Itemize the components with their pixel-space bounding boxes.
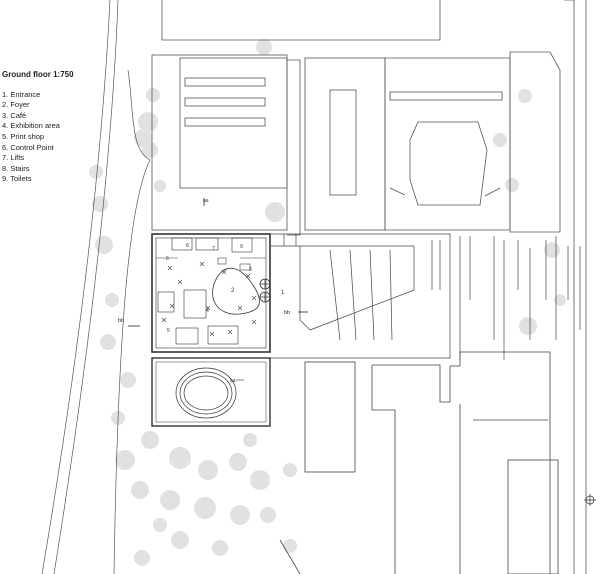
room-label-2: 2 — [231, 288, 235, 294]
room-label-4: 4 — [206, 308, 209, 314]
room-label-1: 1 — [281, 290, 285, 296]
legend: Ground floor 1:750 1. Entrance 2. Foyer … — [2, 70, 74, 185]
museum-ground-floor — [151, 233, 271, 353]
room-label-5: 5 — [167, 328, 170, 334]
legend-item: 2. Foyer — [2, 100, 30, 110]
legend-item: 6. Control Point — [2, 142, 54, 152]
legend-list: 1. Entrance 2. Foyer 3. Café 4. Exhibiti… — [2, 90, 74, 185]
section-marker-aa-bottom: aa — [230, 378, 236, 384]
room-label-9: 9 — [240, 244, 243, 250]
interior-furniture — [161, 257, 257, 337]
legend-item: 1. Entrance — [2, 89, 41, 99]
legend-item: 4. Exhibition area — [2, 121, 60, 131]
legend-item: 7. Lifts — [2, 153, 25, 163]
room-label-7: 7 — [212, 246, 215, 252]
section-markers — [128, 198, 308, 327]
room-label-8: 8 — [186, 243, 189, 249]
room-label-6: 6 — [166, 256, 169, 262]
plaza-structures — [270, 233, 581, 360]
legend-item: 9. Toilets — [2, 174, 32, 184]
legend-item: 5. Print shop — [2, 131, 45, 141]
trees — [89, 39, 566, 566]
existing-buildings-top — [151, 0, 587, 574]
auditorium-building — [151, 357, 271, 427]
north-arrow-icon — [584, 494, 596, 506]
legend-title: Ground floor 1:750 — [2, 70, 74, 79]
section-marker-bb-right: bb — [284, 310, 290, 316]
existing-buildings-bottom — [279, 351, 559, 574]
legend-item: 8. Stairs — [2, 163, 30, 173]
section-marker-aa-top: aa — [203, 198, 209, 204]
section-marker-bb-left: bb — [118, 318, 124, 324]
legend-item: 3. Café — [2, 110, 27, 120]
entrance-revolving-doors — [259, 278, 271, 303]
room-label-3: 3 — [249, 267, 252, 273]
road-lines — [41, 0, 151, 574]
